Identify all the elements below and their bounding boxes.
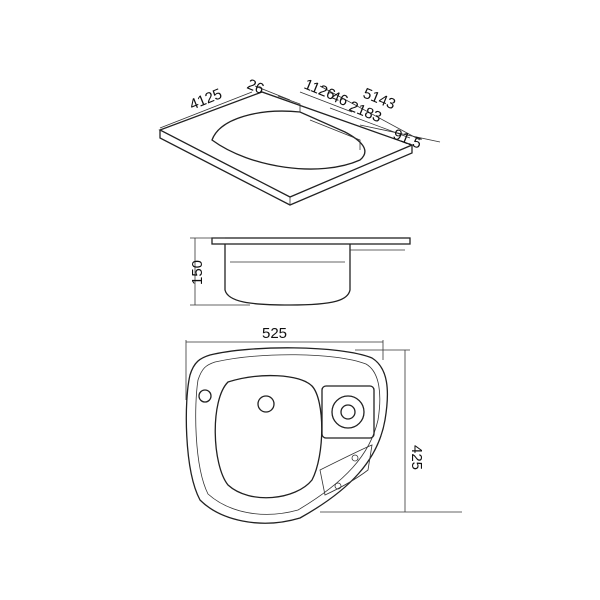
depth-label: 425 — [408, 445, 425, 470]
isometric-view: 4125 26 1126 46 2183 5143 91.5 — [158, 76, 441, 206]
height-label: 150 — [189, 260, 206, 285]
dim-label: 26 — [245, 76, 267, 98]
dim-label: 46 — [329, 88, 351, 110]
width-label: 525 — [262, 325, 287, 342]
top-view: 525 425 — [185, 325, 462, 524]
dim-label: 91.5 — [391, 126, 424, 153]
dim-label: 4125 — [187, 85, 224, 113]
side-view: 150 — [189, 237, 411, 306]
